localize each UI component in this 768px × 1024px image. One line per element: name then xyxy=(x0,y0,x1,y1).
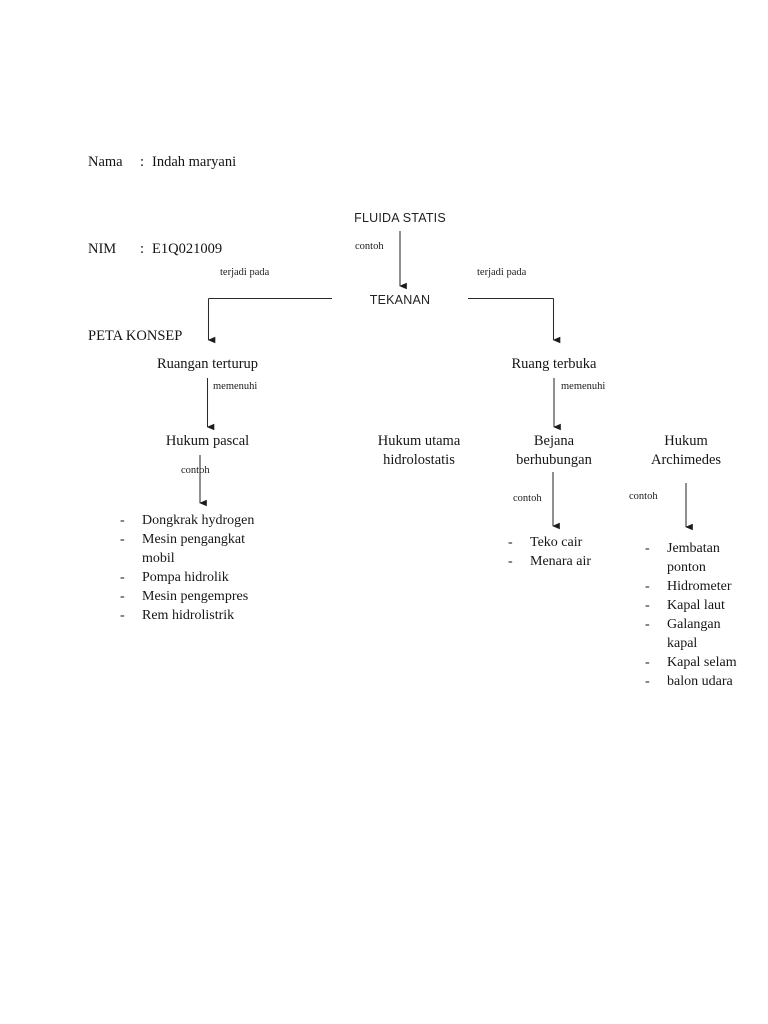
node-tekanan: TEKANAN xyxy=(369,293,431,307)
header-row-nama: Nama: Indah maryani xyxy=(88,148,236,177)
bullet-marker: - xyxy=(120,532,125,547)
list-item: - balon udara xyxy=(645,672,763,691)
edge-label-contoh-bejana: contoh xyxy=(513,493,542,504)
list-item: - Kapal laut xyxy=(645,596,763,615)
bullet-marker: - xyxy=(645,674,650,689)
list-item: - Pompa hidrolik xyxy=(120,568,320,587)
node-hukum-pascal: Hukum pascal xyxy=(165,433,250,449)
header-label-nim: NIM xyxy=(88,241,117,257)
list-item: - Dongkrak hydrogen xyxy=(120,511,320,530)
header-separator-nim: : xyxy=(140,241,145,257)
list-item-label: Jembatan ponton xyxy=(667,541,720,575)
node-bejana-berhubungan: Bejana berhubungan xyxy=(516,433,592,468)
list-item-label: Rem hidrolistrik xyxy=(142,608,235,623)
node-hukum-archimedes: Hukum Archimedes xyxy=(650,433,722,468)
list-item-label: Galangan kapal xyxy=(667,617,721,651)
bullet-marker: - xyxy=(120,608,125,623)
list-item: - Kapal selam xyxy=(645,653,763,672)
list-pascal-examples: - Dongkrak hydrogen - Mesin pengangkat m… xyxy=(120,511,320,625)
bullet-marker: - xyxy=(120,513,125,528)
page-title: PETA KONSEP xyxy=(88,328,183,344)
node-hukum-utama-hidrostatis: Hukum utama hidrolostatis xyxy=(377,433,461,468)
bullet-marker: - xyxy=(645,541,650,556)
list-item-label: Menara air xyxy=(530,554,592,569)
edge-label-memenuhi-right: memenuhi xyxy=(561,381,606,392)
bullet-marker: - xyxy=(508,554,513,569)
bullet-marker: - xyxy=(508,535,513,550)
bullet-marker: - xyxy=(645,655,650,670)
list-item-label: Kapal laut xyxy=(667,598,725,613)
edge-label-contoh-root: contoh xyxy=(355,241,384,252)
header-separator-nama: : xyxy=(140,154,145,170)
edge-label-contoh-archimedes: contoh xyxy=(629,491,658,502)
edge-label-contoh-pascal: contoh xyxy=(181,465,210,476)
list-item-label: Hidrometer xyxy=(667,579,732,594)
node-fluida-statis: FLUIDA STATIS xyxy=(354,211,446,225)
list-item-label: balon udara xyxy=(667,674,733,689)
edge-label-terjadi-pada-right: terjadi pada xyxy=(477,267,527,278)
header-value-nama: Indah maryani xyxy=(152,154,237,170)
document-header: Nama: Indah maryani NIM: E1Q021009 PETA KO… xyxy=(88,90,236,409)
bullet-marker: - xyxy=(645,579,650,594)
node-ruangan-terturup: Ruangan terturup xyxy=(156,356,259,372)
list-item-label: Dongkrak hydrogen xyxy=(142,513,255,528)
list-item: - Mesin pengangkat mobil xyxy=(120,530,320,568)
list-item-label: Mesin pengempres xyxy=(142,589,249,604)
list-item: - Hidrometer xyxy=(645,577,763,596)
list-item: - Rem hidrolistrik xyxy=(120,606,320,625)
header-value-nim: E1Q021009 xyxy=(152,241,223,257)
header-row-nim: NIM: E1Q021009 xyxy=(88,235,236,264)
node-ruang-terbuka: Ruang terbuka xyxy=(511,356,597,372)
list-item: - Mesin pengempres xyxy=(120,587,320,606)
list-bejana-examples: - Teko cair - Menara air xyxy=(508,533,658,571)
list-item-label: Teko cair xyxy=(530,535,583,550)
list-item: - Teko cair xyxy=(508,533,658,552)
bullet-marker: - xyxy=(120,589,125,604)
list-item-label: Mesin pengangkat mobil xyxy=(142,532,246,566)
header-label-nama: Nama xyxy=(88,154,123,170)
list-item-label: Pompa hidrolik xyxy=(142,570,229,585)
bullet-marker: - xyxy=(645,598,650,613)
list-archimedes-examples: - Jembatan ponton - Hidrometer - Kapal l… xyxy=(645,539,763,691)
edge-label-terjadi-pada-left: terjadi pada xyxy=(220,267,270,278)
edge-label-memenuhi-left: memenuhi xyxy=(213,381,258,392)
list-item-label: Kapal selam xyxy=(667,655,737,670)
bullet-marker: - xyxy=(645,617,650,632)
list-item: - Jembatan ponton xyxy=(645,539,763,577)
list-item: - Menara air xyxy=(508,552,658,571)
list-item: - Galangan kapal xyxy=(645,615,763,653)
bullet-marker: - xyxy=(120,570,125,585)
